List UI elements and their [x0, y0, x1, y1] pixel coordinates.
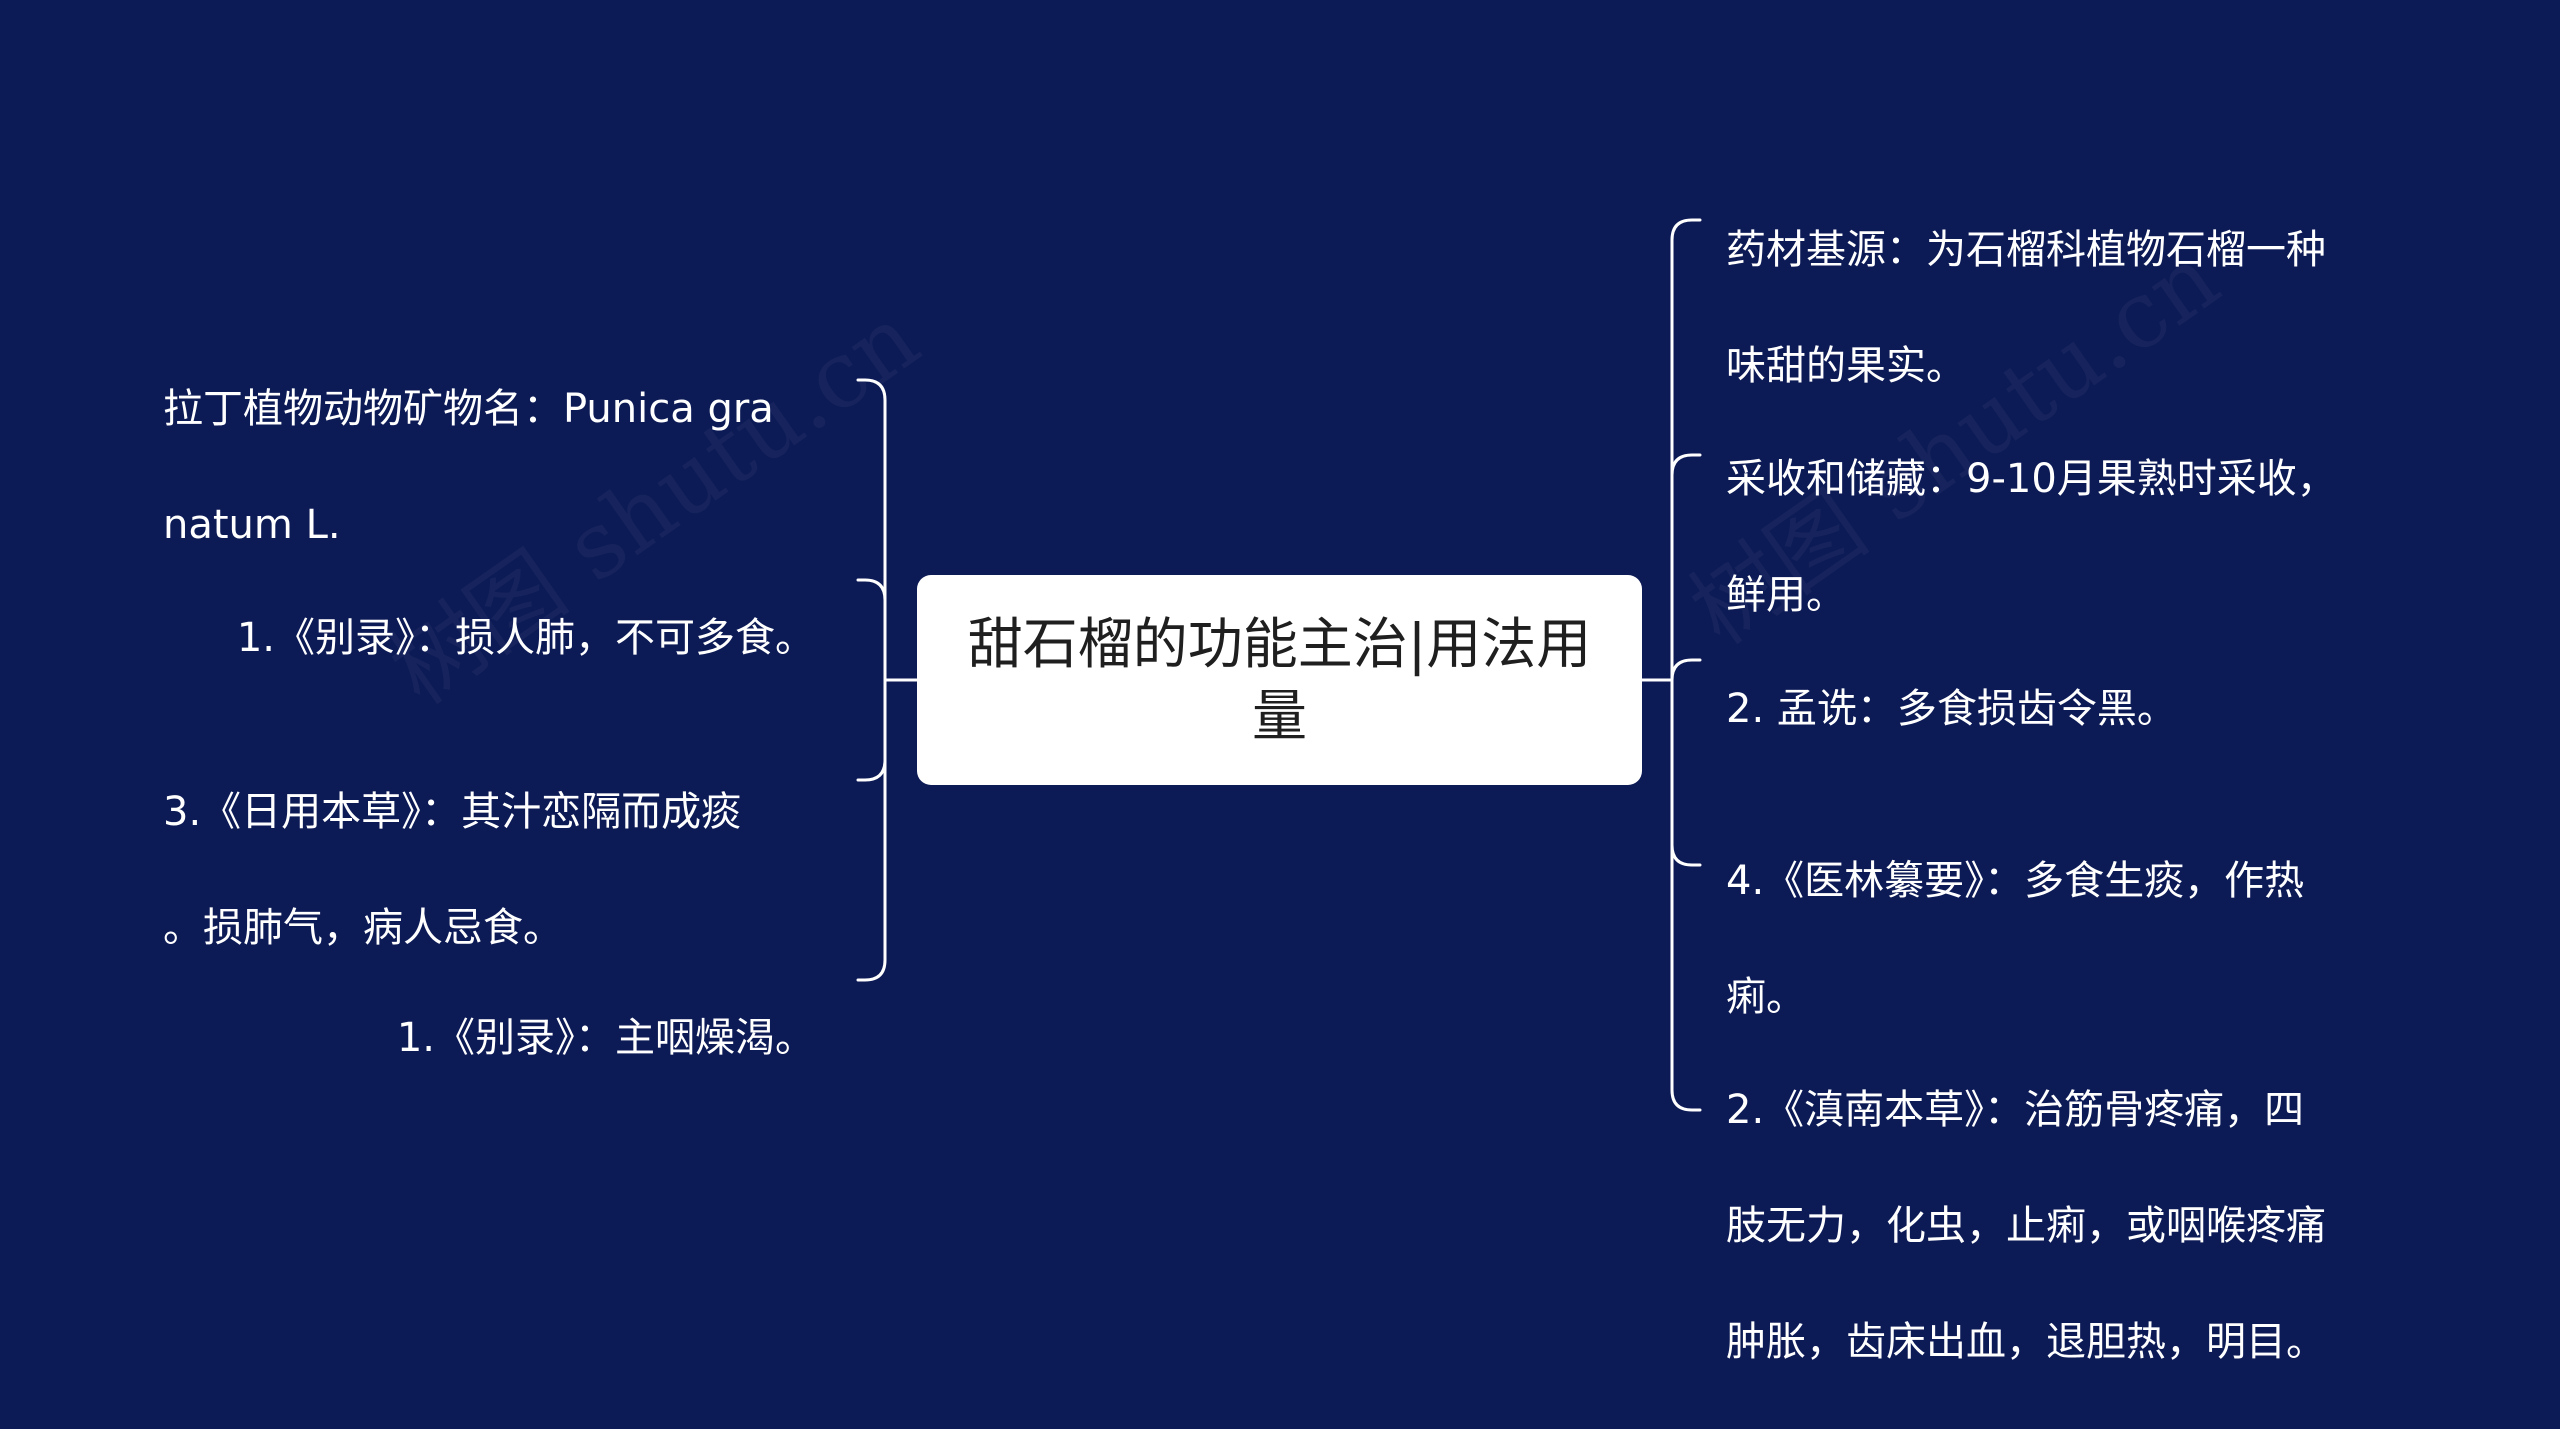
left-branch-node-1[interactable]: 拉丁植物动物矿物名：Punica gra natum L. — [163, 322, 823, 612]
node-text-line: 药材基源：为石榴科植物石榴一种 — [1726, 227, 2326, 273]
left-branch-node-4[interactable]: 1.《别录》：主咽燥渴。 — [140, 951, 815, 1125]
node-text-line: 肢无力，化虫，止痢，或咽喉疼痛 — [1726, 1203, 2326, 1249]
right-connector-3 — [1670, 658, 1702, 682]
right-spine-bottom — [1670, 678, 1702, 1112]
right-branch-node-1[interactable]: 药材基源：为石榴科植物石榴一种 味甜的果实。 — [1726, 163, 2426, 453]
central-topic-line: 甜石榴的功能主治|用法用 — [967, 612, 1592, 676]
right-connector-2 — [1670, 453, 1702, 477]
node-text-line: 痢。 — [1726, 974, 1806, 1020]
node-text-line: 1.《别录》：损人肺，不可多食。 — [236, 615, 815, 661]
left-branch-node-3[interactable]: 3.《日用本草》：其汁恋隔而成痰 。损肺气，病人忌食。 — [163, 725, 823, 1015]
node-text-line: 2.《滇南本草》：治筋骨疼痛，四 — [1726, 1087, 2305, 1133]
right-branch-node-5[interactable]: 2.《滇南本草》：治筋骨疼痛，四 肢无力，化虫，止痢，或咽喉疼痛 肿胀，齿床出血… — [1726, 1023, 2446, 1429]
node-text-line: natum L. — [163, 502, 341, 548]
left-spine-top — [856, 378, 887, 682]
node-text-line: 鲜用。 — [1726, 572, 1846, 618]
right-branch-node-2[interactable]: 采收和储藏：9-10月果熟时采收， 鲜用。 — [1726, 392, 2426, 682]
node-text-line: 味甜的果实。 — [1726, 343, 1966, 389]
node-text-line: 肿胀，齿床出血，退胆热，明目。 — [1726, 1319, 2326, 1365]
right-branch-node-4[interactable]: 4.《医林纂要》：多食生痰，作热 痢。 — [1726, 794, 2426, 1084]
left-spine-bottom — [856, 678, 887, 982]
node-text-line: 2. 孟诜：多食损齿令黑。 — [1726, 686, 2177, 732]
node-text-line: 拉丁植物动物矿物名：Punica gra — [163, 386, 774, 432]
central-topic-text: 甜石榴的功能主治|用法用 量 — [968, 608, 1592, 752]
mind-map-canvas: 树图 shutu.cn 树图 shutu.cn — [140, 163, 2426, 1365]
node-text-line: 3.《日用本草》：其汁恋隔而成痰 — [163, 789, 742, 835]
node-text-line: 4.《医林纂要》：多食生痰，作热 — [1726, 858, 2305, 904]
left-connector-3 — [856, 758, 887, 782]
node-text-line: 1.《别录》：主咽燥渴。 — [396, 1015, 815, 1061]
central-topic-node[interactable]: 甜石榴的功能主治|用法用 量 — [917, 575, 1642, 785]
right-spine-top — [1670, 218, 1702, 682]
central-topic-line: 量 — [1251, 684, 1307, 748]
node-text-line: 。损肺气，病人忌食。 — [163, 905, 563, 951]
left-branch-node-2[interactable]: 1.《别录》：损人肺，不可多食。 — [140, 551, 815, 725]
connector-lines — [856, 218, 1702, 1112]
right-connector-4 — [1670, 843, 1702, 867]
node-text-line: 采收和储藏：9-10月果熟时采收， — [1726, 456, 2337, 502]
right-branch-node-3[interactable]: 2. 孟诜：多食损齿令黑。 — [1726, 622, 2426, 796]
left-connector-2 — [856, 578, 887, 602]
